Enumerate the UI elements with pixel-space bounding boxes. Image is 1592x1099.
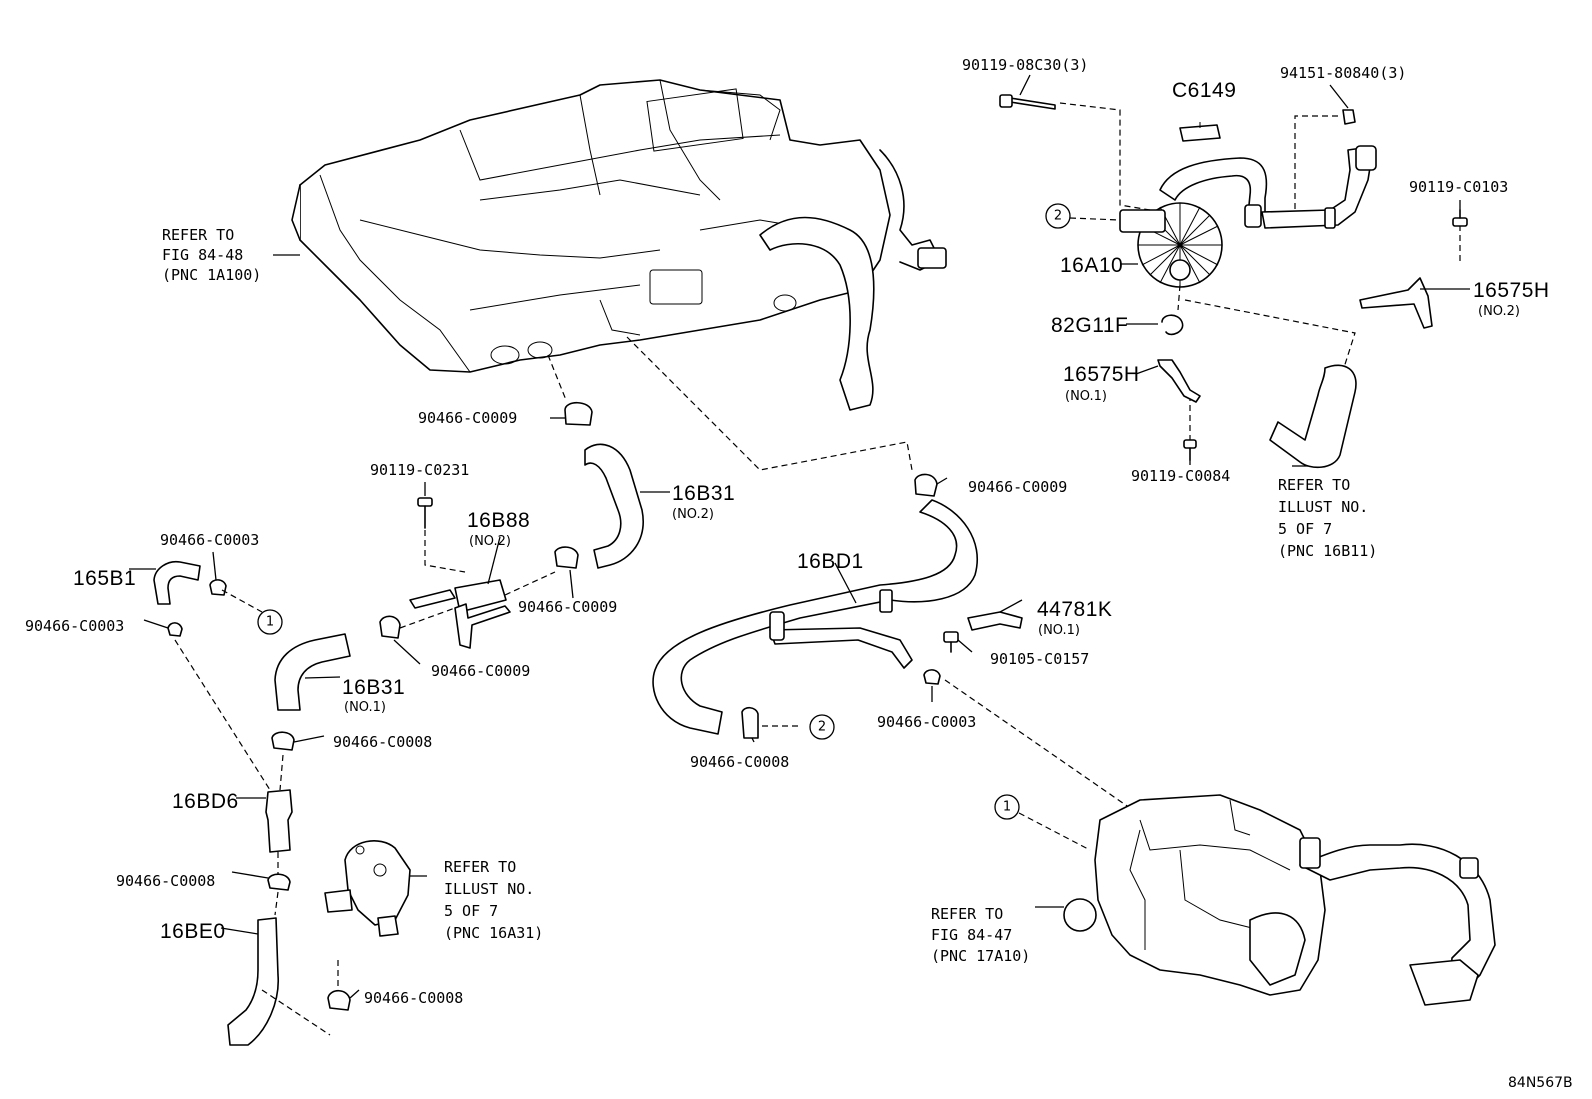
label-90119-08c30: 90119-08C30(3)	[962, 56, 1088, 74]
label-90466-c0008-b: 90466-C0008	[690, 753, 789, 771]
label-16bd1: 16BD1	[797, 550, 864, 573]
svg-text:REFER TO: REFER TO	[1278, 476, 1350, 494]
label-16575h-no1: 16575H	[1063, 363, 1140, 386]
label-90466-c0009-b: 90466-C0009	[518, 598, 617, 616]
label-44781k-sub: (NO.1)	[1038, 623, 1080, 638]
diagram-code: 84N567B	[1508, 1075, 1573, 1091]
label-16b88: 16B88	[467, 509, 530, 532]
label-90466-c0008-c: 90466-C0008	[116, 872, 215, 890]
ref-illust-16b11: REFER TO ILLUST NO. 5 OF 7 (PNC 16B11)	[1278, 476, 1377, 560]
label-90466-c0008-a: 90466-C0008	[333, 733, 432, 751]
callout-2-lower: 2	[809, 714, 835, 740]
bolt-c0157-shape	[943, 631, 959, 653]
label-16b88-sub: (NO.2)	[469, 534, 511, 549]
water-pump-drawing	[999, 94, 1377, 288]
clamp-c0009-d-shape	[914, 473, 938, 497]
bracket-44781k-shape	[967, 611, 1023, 631]
clamp-82g11f-shape	[1161, 314, 1184, 336]
hose-165b1-shape	[153, 560, 201, 605]
label-94151-80840: 94151-80840(3)	[1280, 64, 1406, 82]
clamp-c0008-b-shape	[741, 706, 759, 739]
clamp-c0003-b-shape	[167, 622, 183, 637]
label-90466-c0003-b: 90466-C0003	[25, 617, 124, 635]
bolt-c0231-shape	[417, 497, 433, 529]
label-16b31-no1-sub: (NO.1)	[344, 700, 386, 715]
label-44781k: 44781K	[1037, 598, 1112, 621]
label-90119-c0084: 90119-C0084	[1131, 467, 1230, 485]
svg-text:(PNC 16A31): (PNC 16A31)	[444, 924, 543, 942]
thermostat-housing-drawing	[324, 840, 411, 937]
callout-1-lower: 1	[994, 794, 1020, 820]
clamp-c0009-b-shape	[554, 546, 579, 569]
svg-text:2: 2	[1054, 209, 1062, 224]
svg-text:(PNC 16B11): (PNC 16B11)	[1278, 542, 1377, 560]
pipe-16bd6-shape	[265, 789, 293, 853]
svg-text:1: 1	[266, 615, 274, 630]
bracket-16575h-no2-shape	[1359, 277, 1433, 329]
svg-text:(PNC 17A10): (PNC 17A10)	[931, 947, 1030, 965]
engine-assembly-drawing	[291, 79, 947, 411]
label-90466-c0009-d: 90466-C0009	[968, 478, 1067, 496]
label-82g11f: 82G11F	[1051, 314, 1128, 337]
bolt-c0103-shape	[1452, 209, 1468, 227]
svg-text:FIG 84-47: FIG 84-47	[931, 926, 1012, 944]
svg-text:REFER TO: REFER TO	[931, 905, 1003, 923]
label-16b31-no2: 16B31	[672, 482, 735, 505]
label-90466-c0003-c: 90466-C0003	[877, 713, 976, 731]
label-16575h-no2-sub: (NO.2)	[1478, 304, 1520, 319]
callout-2-upper: 2	[1045, 203, 1071, 229]
hose-16b31-no2-shape	[584, 443, 644, 569]
pipe-16b88-shape	[454, 579, 507, 613]
hose-16b11-shape	[1269, 364, 1357, 469]
svg-text:ILLUST NO.: ILLUST NO.	[444, 880, 534, 898]
svg-text:1: 1	[1003, 800, 1011, 815]
hose-16be0-shape	[227, 917, 279, 1046]
label-16575h-no1-sub: (NO.1)	[1065, 389, 1107, 404]
hose-16b31-no1-shape	[274, 633, 351, 711]
svg-text:ILLUST NO.: ILLUST NO.	[1278, 498, 1368, 516]
label-90119-c0103: 90119-C0103	[1409, 178, 1508, 196]
label-16be0: 16BE0	[160, 920, 226, 943]
svg-text:5 OF 7: 5 OF 7	[1278, 520, 1332, 538]
clamp-c0008-d-shape	[327, 989, 351, 1011]
label-16bd6: 16BD6	[172, 790, 239, 813]
label-16b31-no1: 16B31	[342, 676, 405, 699]
label-90119-c0231: 90119-C0231	[370, 461, 469, 479]
label-165b1: 165B1	[73, 567, 136, 590]
clamp-c0009-c-shape	[379, 615, 401, 639]
bracket-16575h-no1-shape	[1157, 359, 1201, 403]
ref-fig-84-47: REFER TO FIG 84-47 (PNC 17A10)	[931, 905, 1030, 965]
svg-text:2: 2	[818, 720, 826, 735]
ref-illust-16a31: REFER TO ILLUST NO. 5 OF 7 (PNC 16A31)	[444, 858, 543, 942]
ref-fig-84-48: REFER TO FIG 84-48 (PNC 1A100)	[162, 226, 261, 284]
inverter-assembly-drawing	[1063, 794, 1496, 1006]
label-16a10: 16A10	[1060, 254, 1123, 277]
hose-16bd1-shape	[652, 499, 978, 735]
callout-1-upper: 1	[257, 609, 283, 635]
clamp-c0008-c-shape	[267, 873, 291, 891]
label-90466-c0003-a: 90466-C0003	[160, 531, 259, 549]
svg-text:REFER TO: REFER TO	[444, 858, 516, 876]
svg-text:FIG 84-48: FIG 84-48	[162, 246, 243, 264]
bolt-c0084-shape	[1183, 439, 1197, 461]
label-90105-c0157: 90105-C0157	[990, 650, 1089, 668]
clamp-c0003-a-shape	[209, 579, 227, 596]
svg-text:5 OF 7: 5 OF 7	[444, 902, 498, 920]
label-16575h-no2: 16575H	[1473, 279, 1550, 302]
label-c6149: C6149	[1172, 79, 1236, 102]
svg-text:REFER TO: REFER TO	[162, 226, 234, 244]
svg-text:(PNC 1A100): (PNC 1A100)	[162, 266, 261, 284]
clamp-c0009-a-shape	[564, 401, 593, 426]
label-90466-c0009-a: 90466-C0009	[418, 409, 517, 427]
clamp-c0003-c-shape	[923, 669, 941, 685]
label-90466-c0008-d: 90466-C0008	[364, 989, 463, 1007]
clamp-c0008-a-shape	[271, 731, 295, 751]
label-90466-c0009-c: 90466-C0009	[431, 662, 530, 680]
label-16b31-no2-sub: (NO.2)	[672, 507, 714, 522]
